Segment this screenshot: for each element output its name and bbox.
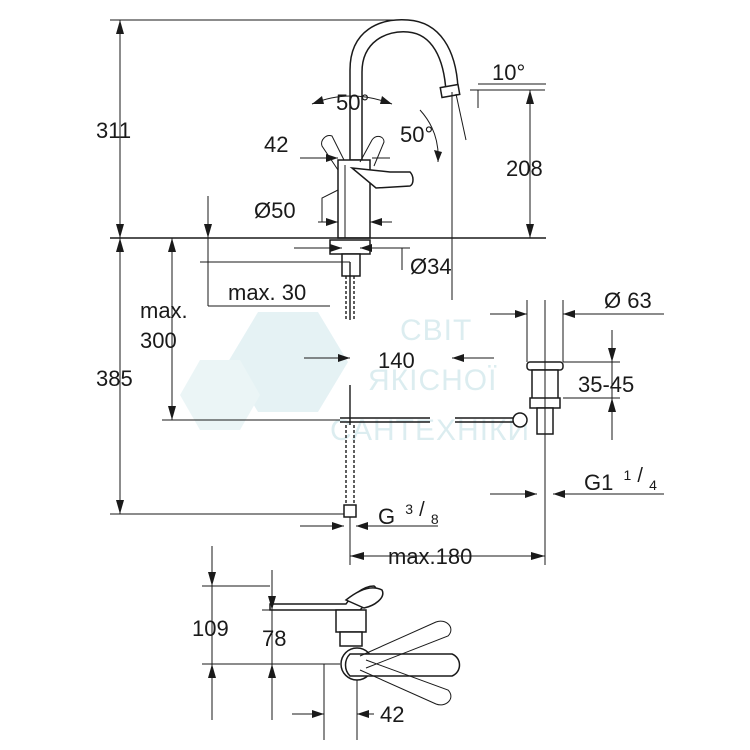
label-109: 109 [192, 616, 229, 641]
hose-upper [345, 276, 355, 320]
dimension-lines [110, 19, 664, 565]
label-50-deg-top: 50° [336, 90, 369, 115]
arrow-180-left [350, 552, 364, 560]
label-g38-den: 8 [431, 511, 439, 527]
label-42-handle: 42 [264, 132, 288, 157]
plan-arrow-78-top [268, 596, 276, 610]
waste-fitting [512, 300, 564, 565]
spout-outlet [439, 83, 461, 99]
arrow-140 [338, 354, 350, 362]
label-50-deg-side: 50° [400, 122, 433, 147]
arrow-g114 [525, 490, 537, 498]
arrow-50-top-right [380, 96, 392, 104]
arrow-42 [326, 154, 338, 162]
arrow-385-bottom [116, 500, 124, 514]
watermark-hexagon [228, 312, 348, 412]
angle-10-ray [455, 93, 467, 141]
arrow-35-bottom [608, 398, 616, 412]
plan-lever-ghost-up [359, 620, 452, 669]
plan-arrow-42 [312, 710, 324, 718]
plan-arrow-78-bottom [268, 664, 276, 678]
watermark-hexagon-2 [180, 360, 260, 430]
arrow-180-right [531, 552, 545, 560]
arrow-63 [515, 310, 527, 318]
label-g38: G 3 / 8 [378, 494, 439, 529]
plan-body-lower [339, 631, 363, 647]
waste-pivot [512, 412, 528, 428]
label-42-plan: 42 [380, 702, 404, 727]
arrow-63-b [563, 310, 575, 318]
label-max-180: max.180 [388, 544, 472, 569]
label-385: 385 [96, 366, 133, 391]
label-g114-num: 1 [623, 467, 631, 483]
label-d63: Ø 63 [604, 288, 652, 313]
label-208: 208 [506, 156, 543, 181]
plan-body [335, 609, 367, 633]
arrow-385-top [116, 238, 124, 252]
label-311: 311 [96, 118, 131, 143]
label-140: 140 [378, 348, 415, 373]
plan-lever [344, 653, 461, 677]
arrow-140-b [452, 354, 464, 362]
plan-lever-ghost-down [359, 659, 452, 706]
arrow-208-bottom [526, 224, 534, 238]
arrow-34 [330, 244, 342, 252]
arrow-g38 [332, 522, 344, 530]
label-78: 78 [262, 626, 286, 651]
label-g114-main: G1 [584, 470, 613, 495]
label-d34: Ø34 [410, 254, 452, 279]
pop-up-rod [321, 189, 339, 222]
lever [349, 166, 414, 189]
label-g114-den: 4 [649, 477, 657, 493]
plan-arrow-109-top [208, 572, 216, 586]
label-300: 300 [140, 328, 177, 353]
watermark-line-2: ЯКІСНОЇ [368, 364, 497, 397]
arrow-50 [326, 218, 338, 226]
arrow-300-bottom [168, 406, 176, 420]
plan-arrow-109-bottom [208, 664, 216, 678]
watermark-line-3: САНТЕХНІКИ [330, 414, 530, 447]
plan-arrow-42-b [357, 710, 369, 718]
lever-ghost-right [359, 135, 385, 167]
watermark-line-1: СВІТ [400, 314, 472, 347]
arrow-50-b [370, 218, 382, 226]
arrow-311-top [116, 20, 124, 34]
arrow-300-top [168, 238, 176, 252]
plan-view [202, 546, 461, 740]
label-10-deg: 10° [492, 60, 525, 85]
lever-ghost-left [321, 135, 345, 171]
hose-lower [345, 425, 355, 505]
arrow-34-b [360, 244, 372, 252]
label-35-45: 35-45 [578, 372, 634, 397]
watermark: СВІТ ЯКІСНОЇ САНТЕХНІКИ [180, 312, 530, 447]
arrow-50-top-left [312, 96, 324, 104]
label-g114: G1 1 / 4 [584, 460, 657, 495]
hose-connector [343, 504, 357, 518]
arrow-311-bottom [116, 224, 124, 238]
label-d50: Ø50 [254, 198, 296, 223]
arrow-208-top [526, 90, 534, 104]
arrow-g114-b [553, 490, 565, 498]
label-max: max. [140, 298, 188, 323]
faucet-elevation [110, 19, 546, 518]
label-max-30: max. 30 [228, 280, 306, 305]
label-g38-num: 3 [405, 501, 413, 517]
arrow-g38-b [356, 522, 368, 530]
plan-handle-top [344, 587, 384, 609]
arrow-35-top [608, 348, 616, 362]
label-g38-main: G [378, 504, 395, 529]
arrow-30-top [204, 224, 212, 238]
dimension-labels: 311 385 10° 50° 50° 42 208 Ø50 Ø34 max. … [96, 60, 657, 727]
fixing-shank [341, 253, 361, 277]
arrow-50-side [434, 150, 442, 162]
